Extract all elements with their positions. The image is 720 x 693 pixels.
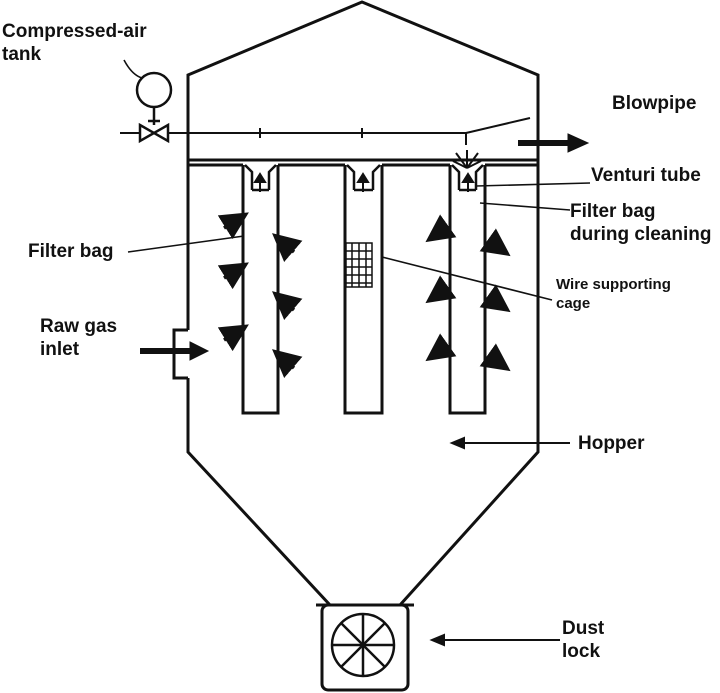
label-compressed-air-tank: Compressed-air tank [2, 21, 147, 65]
label-venturi-tube: Venturi tube [591, 165, 701, 186]
leader-lines [123, 59, 591, 301]
label-raw-gas-inlet: Raw gas inlet [40, 316, 118, 360]
air-tank [135, 71, 173, 109]
label-filter-bag-cleaning: Filter bag during cleaning [570, 201, 712, 245]
filter-bag-left [241, 165, 280, 415]
label-hopper: Hopper [578, 433, 645, 454]
valve-icon [138, 122, 170, 144]
housing-outline [186, 0, 540, 607]
label-filter-bag: Filter bag [28, 241, 114, 262]
label-dust-lock: Dust lock [562, 618, 605, 662]
pulse-burst-icon [452, 150, 482, 169]
flow-arrows [217, 212, 511, 379]
filter-bag-middle [343, 165, 384, 415]
rotor-icon [330, 612, 396, 678]
label-blowpipe: Blowpipe [612, 93, 697, 114]
label-wire-cage: Wire supporting cage [556, 276, 671, 312]
wire-cage-icon [345, 242, 373, 288]
filter-bag-right [448, 165, 487, 415]
